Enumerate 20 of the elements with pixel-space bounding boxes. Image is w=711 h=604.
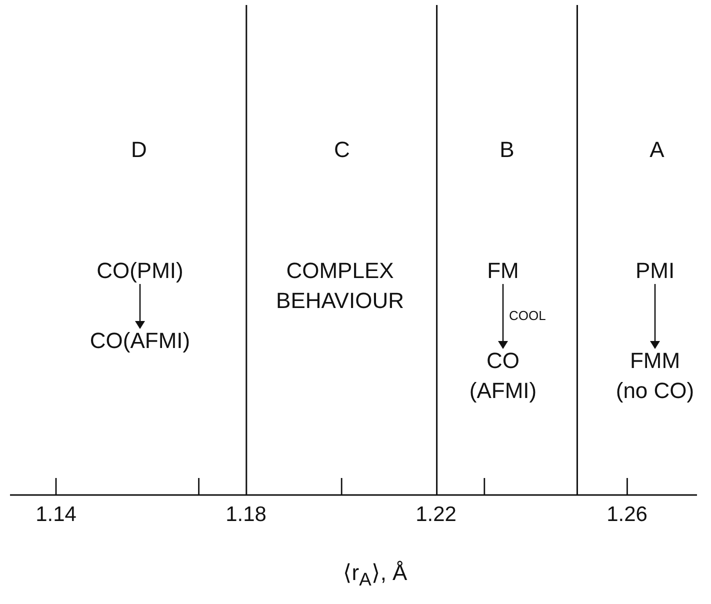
tick-label: 1.18 [224, 502, 268, 528]
region-letter: B [498, 136, 516, 164]
tick-label: 1.14 [34, 502, 78, 528]
phase-label: CO (AFMI) [458, 346, 548, 406]
region-letter: C [333, 136, 351, 164]
axis-title: ⟨r$_{A}$⟩, Å [342, 559, 408, 592]
phase-label: CO(AFMI) [75, 326, 205, 356]
phase-label: FMM (no CO) [612, 346, 698, 406]
edge-label: COOL [508, 308, 547, 323]
tick-label: 1.26 [606, 502, 648, 528]
phase-label: CO(PMI) [75, 256, 205, 286]
tick-label: 1.22 [414, 502, 458, 528]
phase-label: PMI [625, 256, 685, 286]
arrow [650, 284, 660, 349]
region-letter: A [648, 136, 666, 164]
arrow [498, 284, 508, 349]
region-letter: D [130, 136, 148, 164]
arrow [135, 284, 145, 329]
region-description: COMPLEX BEHAVIOUR [275, 257, 405, 315]
phase-label: FM [473, 256, 533, 286]
